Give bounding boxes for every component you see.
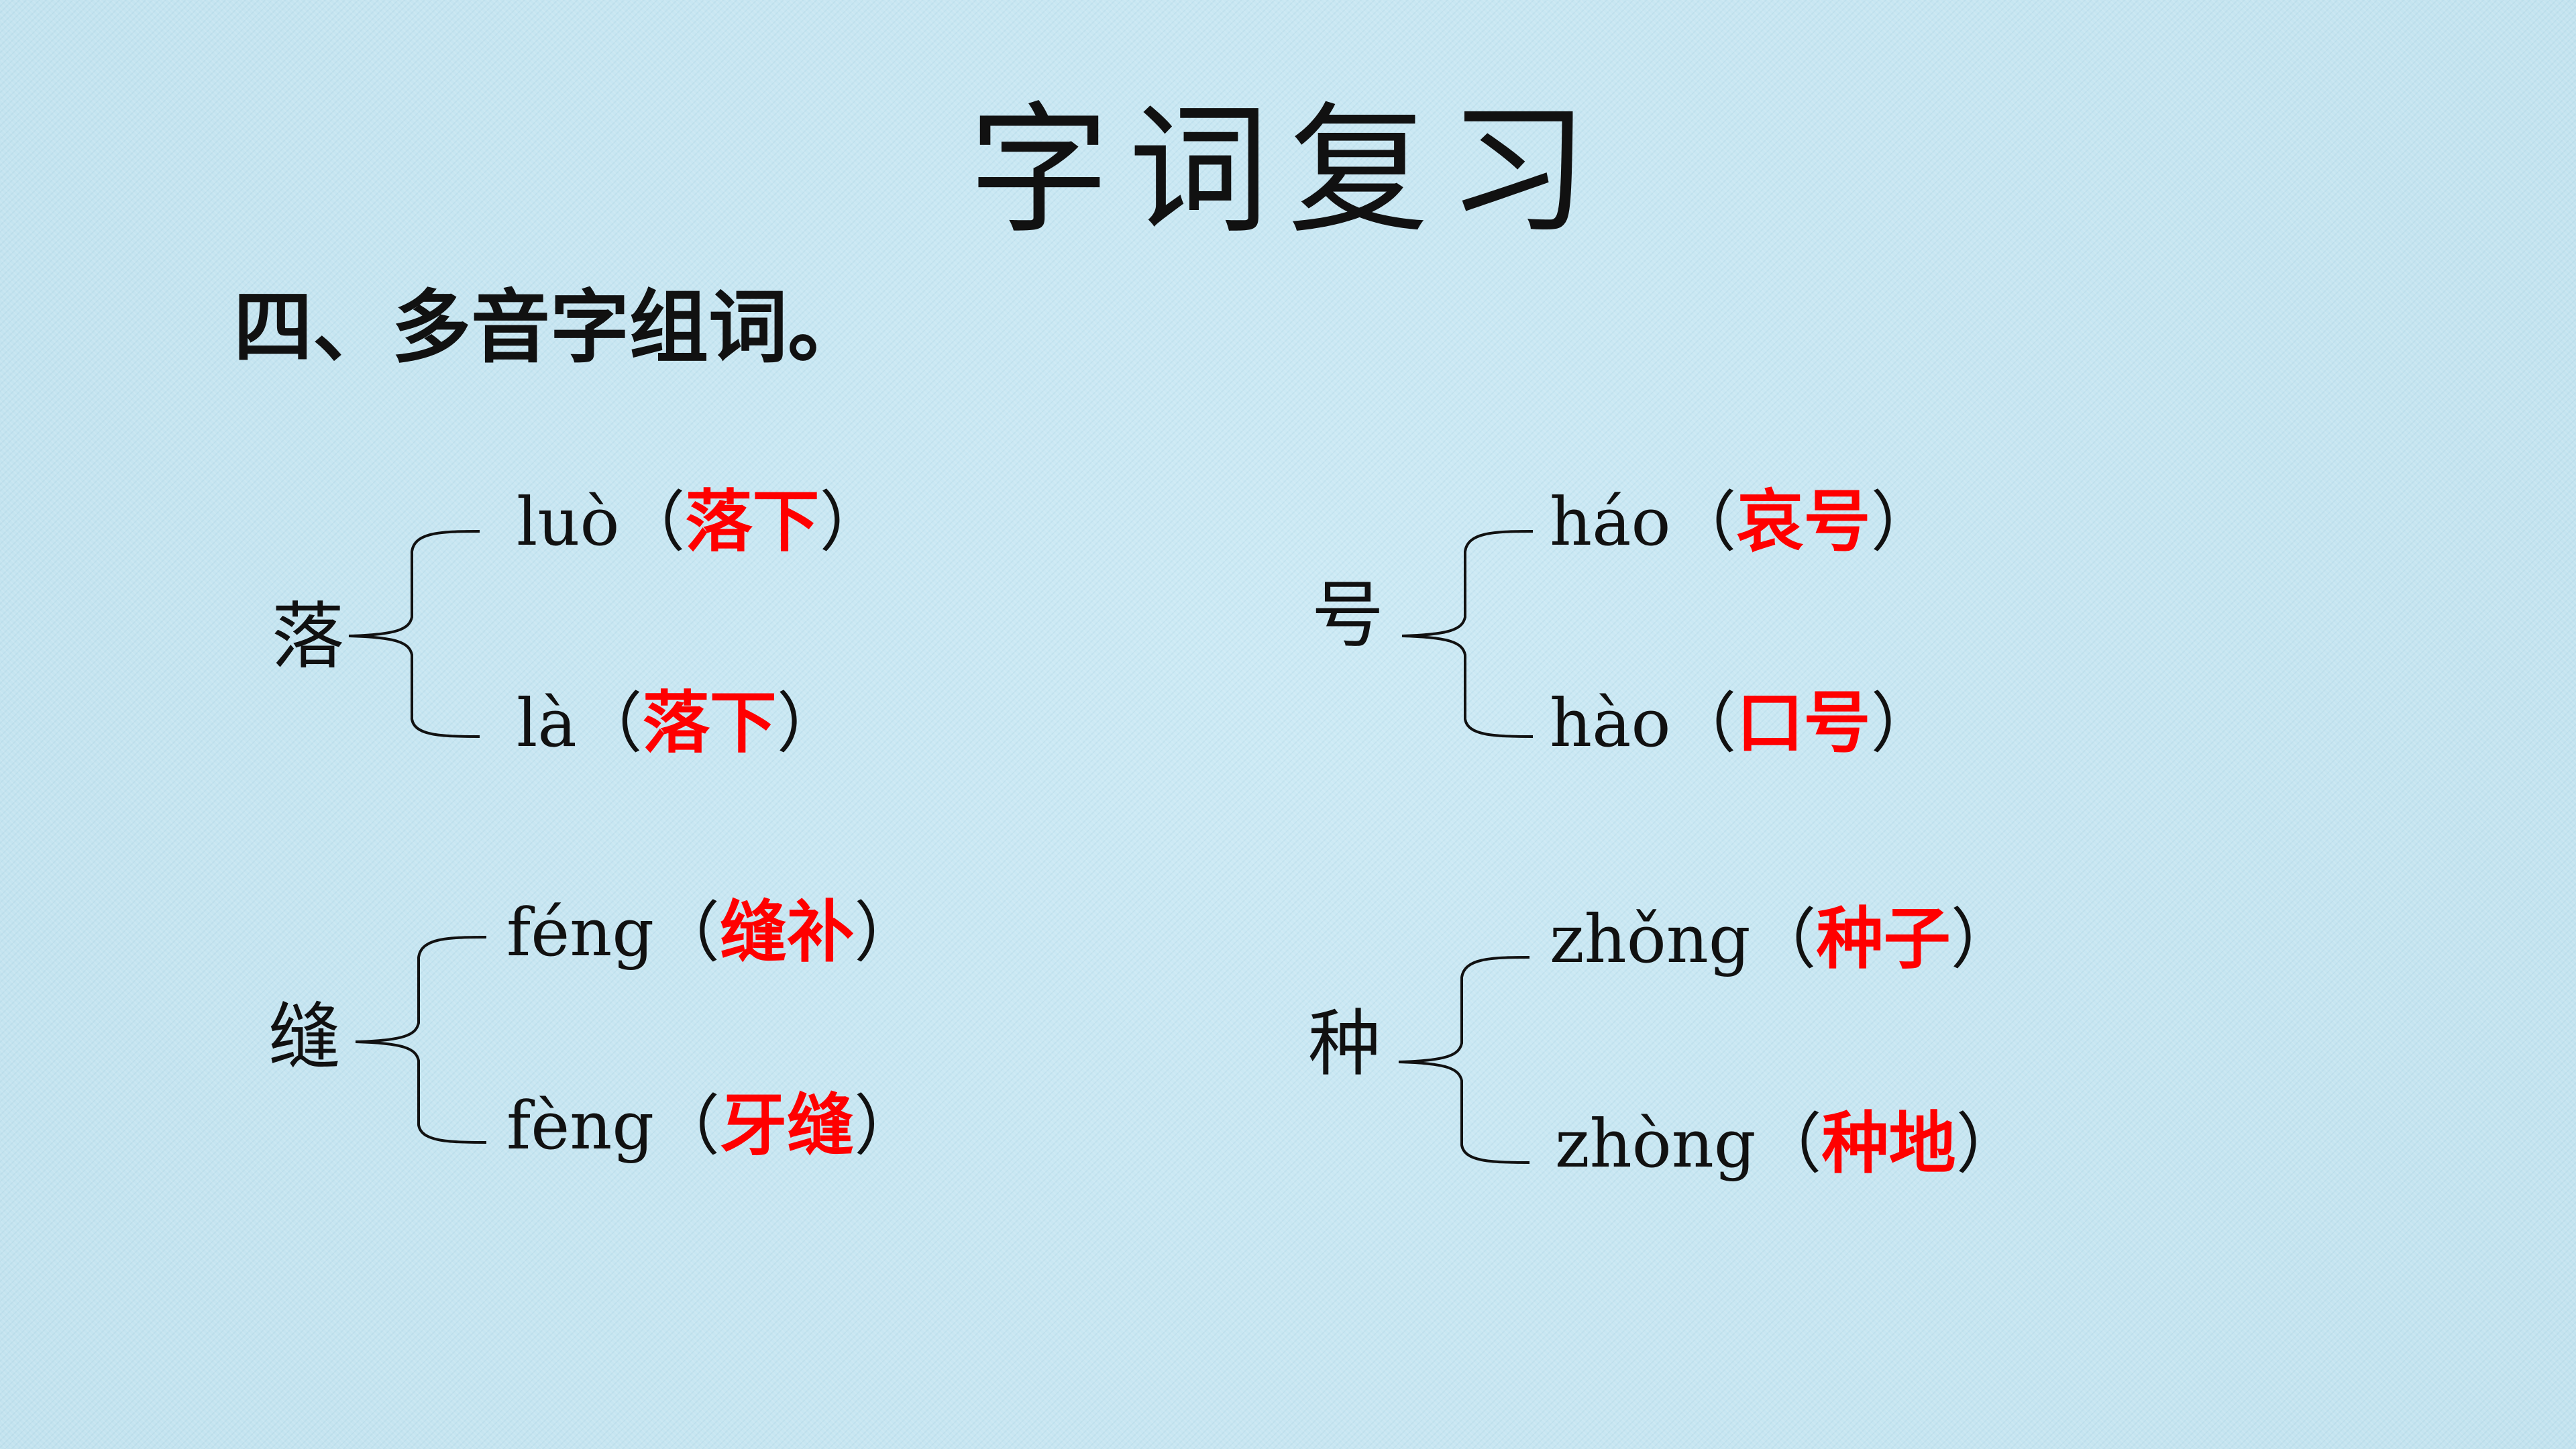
polyphone-character: 种 (1308, 1002, 1381, 1086)
reading-item: luò（落下） (517, 482, 885, 562)
pinyin: háo (1550, 484, 1671, 561)
open-paren: （ (654, 895, 720, 971)
answer-word: 口号 (1736, 684, 1871, 762)
open-paren: （ (1750, 902, 1817, 978)
open-paren: （ (654, 1088, 720, 1165)
page-title: 字词复习 (968, 89, 1607, 253)
reading-item: háo（哀号） (1550, 482, 1937, 562)
pinyin: luò (517, 484, 620, 561)
close-paren: ） (854, 1088, 920, 1165)
pinyin: féng (506, 895, 655, 971)
open-paren: （ (1670, 484, 1737, 561)
answer-word: 落下 (642, 684, 777, 762)
close-paren: ） (819, 484, 885, 561)
answer-word: 牙缝 (720, 1086, 855, 1165)
reading-item: là（落下） (517, 683, 843, 763)
reading-item: zhòng（种地） (1555, 1104, 2022, 1184)
open-paren: （ (619, 484, 686, 561)
pinyin: fèng (506, 1088, 655, 1165)
reading-item: hào（口号） (1550, 683, 1937, 763)
close-paren: ） (1870, 686, 1937, 762)
answer-word: 种地 (1821, 1104, 1956, 1183)
answer-word: 哀号 (1736, 482, 1871, 561)
close-paren: ） (1950, 902, 2017, 978)
close-paren: ） (1955, 1106, 2022, 1183)
open-paren: （ (1756, 1106, 1822, 1183)
reading-item: fèng（牙缝） (506, 1085, 920, 1166)
brace-icon (1401, 530, 1534, 738)
reading-item: zhǒng（种子） (1550, 899, 2017, 979)
answer-word: 缝补 (720, 893, 855, 971)
polyphone-character: 落 (272, 595, 345, 679)
reading-item: féng（缝补） (506, 892, 920, 973)
polyphone-character: 号 (1311, 574, 1385, 657)
answer-word: 种子 (1816, 900, 1951, 978)
open-paren: （ (576, 686, 643, 762)
open-paren: （ (1670, 686, 1737, 762)
pinyin: là (517, 686, 577, 762)
brace-icon (1398, 956, 1530, 1164)
pinyin: hào (1550, 686, 1671, 762)
close-paren: ） (854, 895, 920, 971)
polyphone-character: 缝 (268, 996, 341, 1079)
pinyin: zhòng (1555, 1106, 1756, 1183)
answer-word: 落下 (685, 482, 820, 561)
brace-icon (348, 530, 480, 738)
pinyin: zhǒng (1550, 902, 1751, 978)
brace-icon (355, 936, 487, 1144)
section-heading: 四、多音字组词。 (233, 281, 867, 374)
close-paren: ） (776, 686, 843, 762)
close-paren: ） (1870, 484, 1937, 561)
